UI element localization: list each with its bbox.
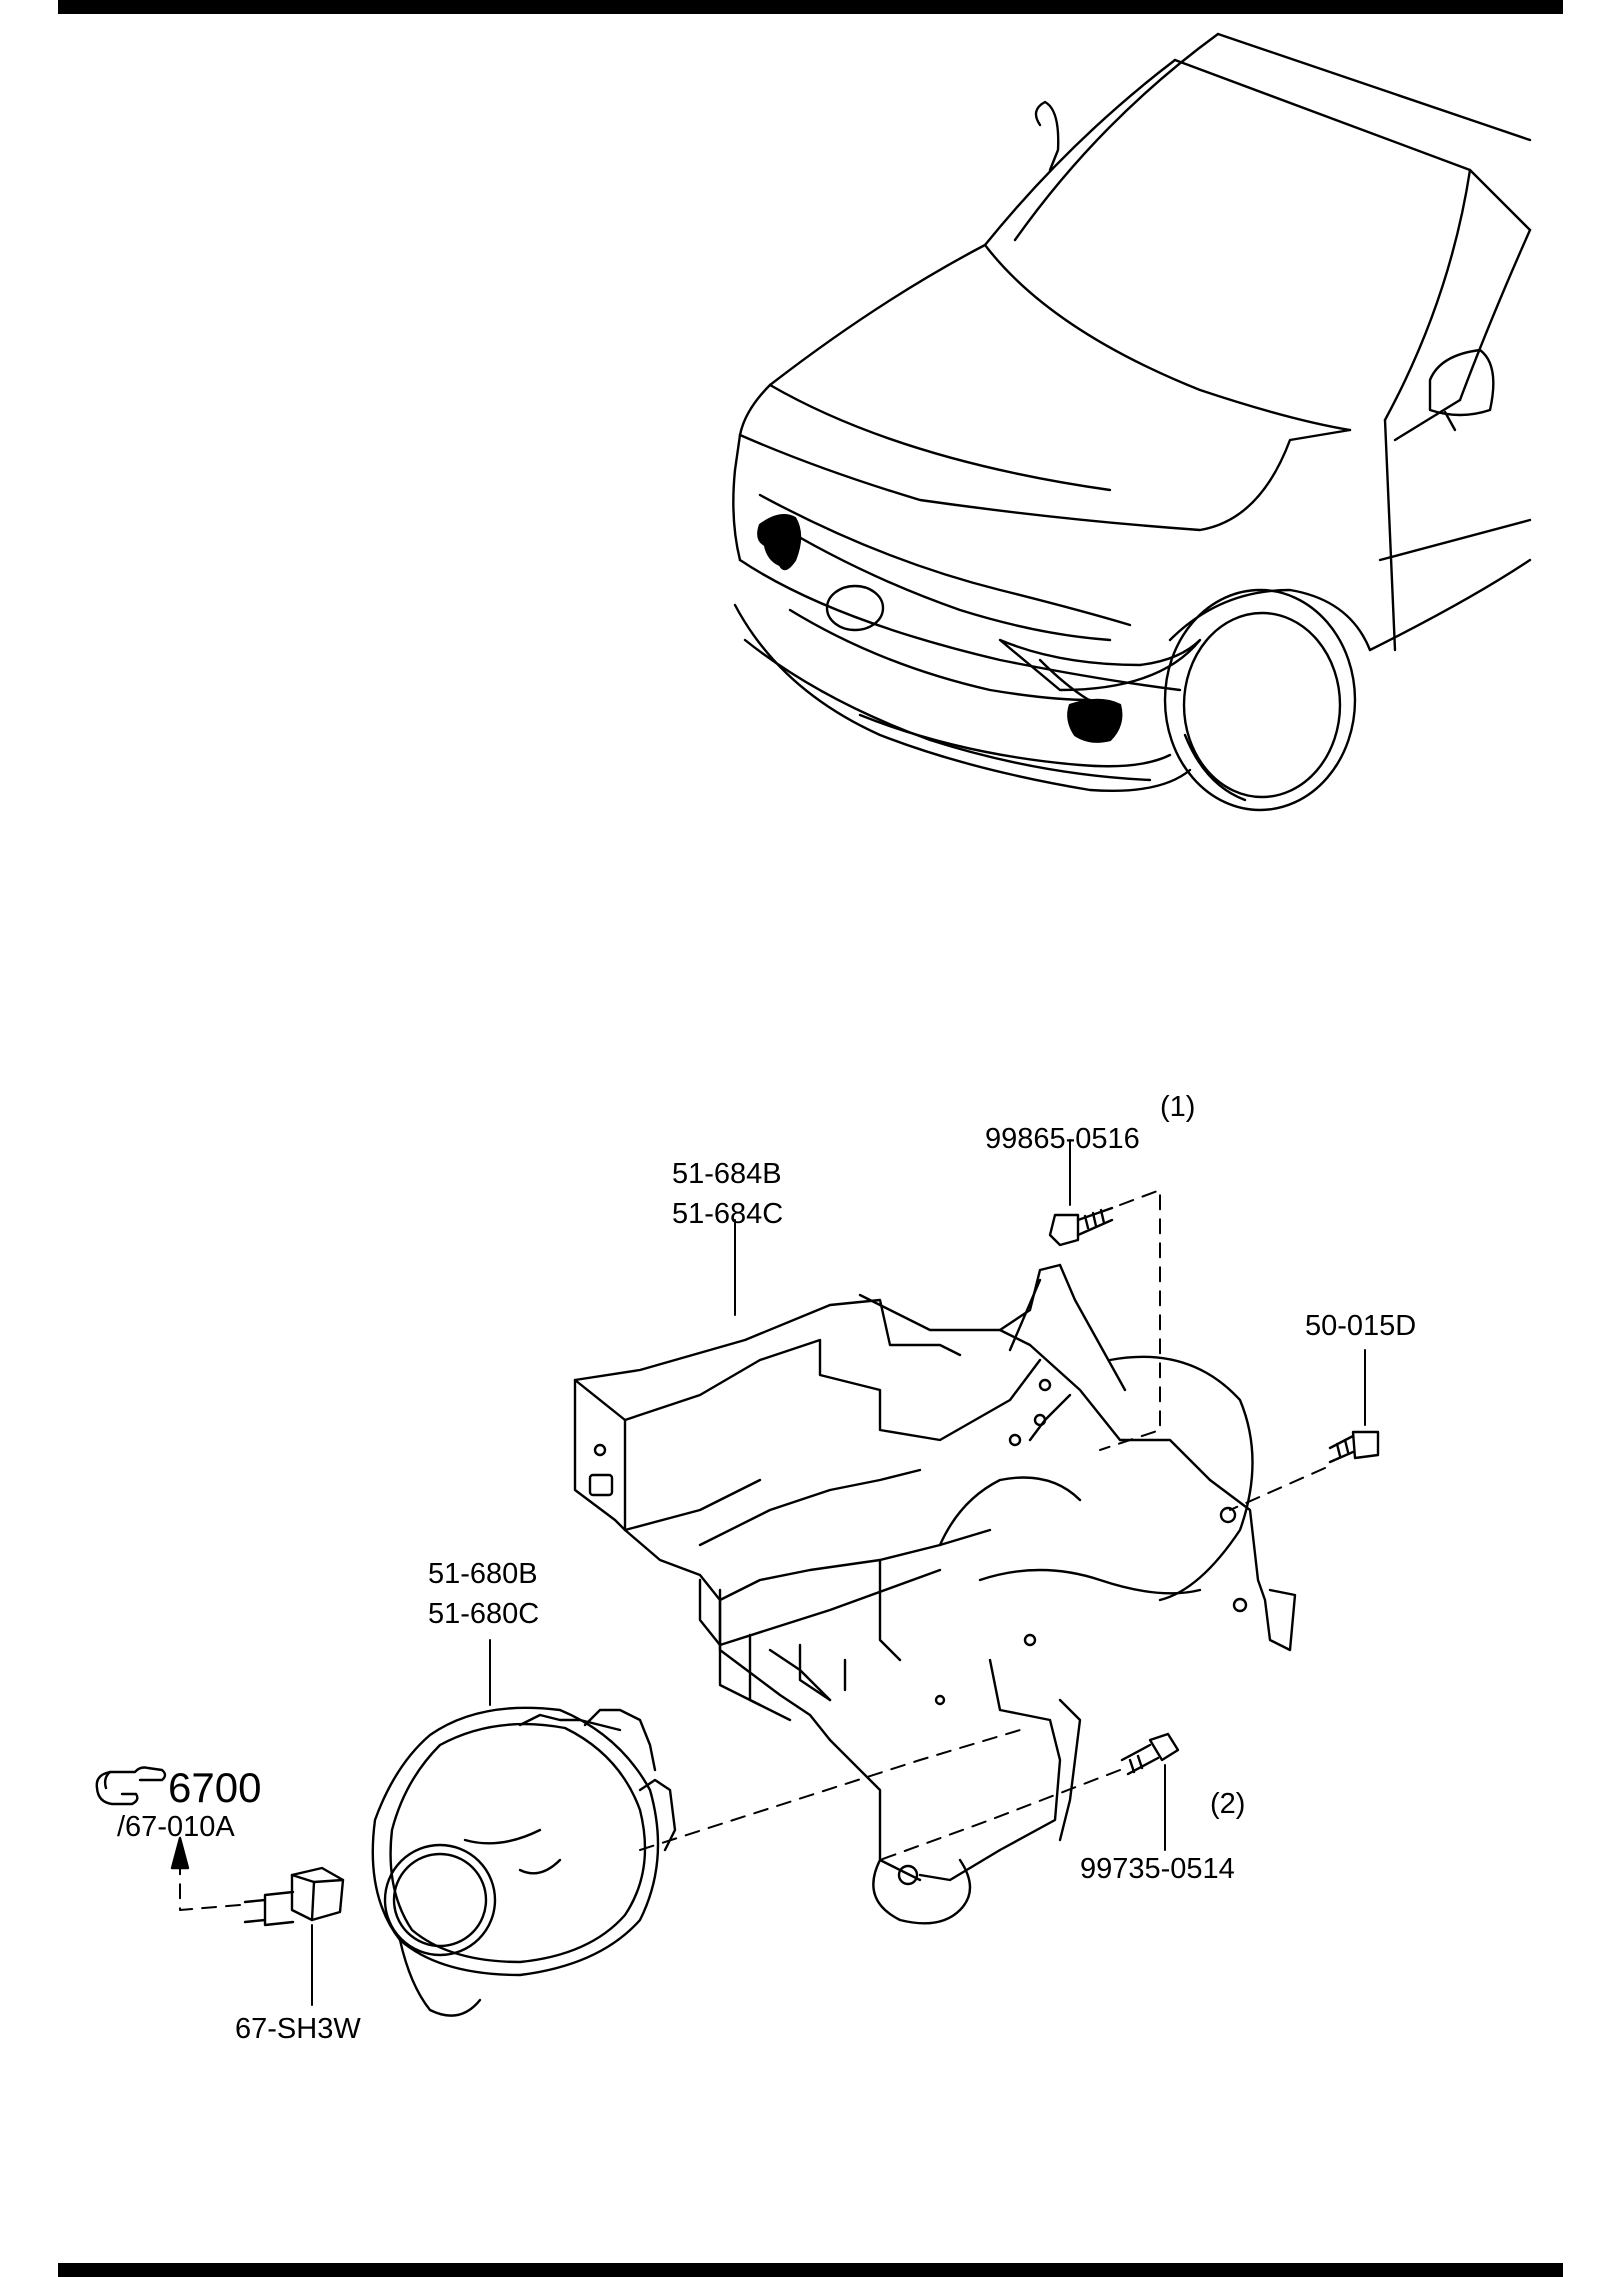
- top-border-bar: [58, 0, 1563, 14]
- callout-housing-c: 51-684C: [672, 1198, 784, 1230]
- screw-bottom-99735: [1120, 1732, 1180, 1776]
- bulb: [243, 1866, 345, 1927]
- callout-bulb: 67-SH3W: [235, 2013, 361, 2045]
- callout-ref-sub: /67-010A: [117, 1811, 235, 1843]
- callout-screw-top: 99865-0516: [985, 1123, 1140, 1155]
- ref-arrow-icon: [170, 1836, 190, 1870]
- callout-lamp-c: 51-680C: [428, 1598, 540, 1630]
- pointing-hand-icon: [95, 1766, 167, 1806]
- callout-screw-bottom: 99735-0514: [1080, 1853, 1235, 1885]
- callout-ref-section: 6700: [168, 1764, 262, 1811]
- vehicle-overview: [732, 32, 1532, 812]
- callout-lamp-b: 51-680B: [428, 1558, 538, 1590]
- callout-bolt-right: 50-015D: [1305, 1310, 1417, 1342]
- fog-lamp-housing: [573, 1263, 1297, 1925]
- fog-lamp-unit: [371, 1706, 677, 2017]
- callout-screw-top-qty: (1): [1160, 1091, 1196, 1123]
- bottom-border-bar: [58, 2263, 1563, 2277]
- screw-top-99865: [1048, 1206, 1114, 1247]
- assembly-lines: [179, 1189, 1326, 1911]
- bolt-50-015D: [1328, 1430, 1380, 1464]
- leader-lines: [311, 1139, 1366, 2006]
- callout-housing-b: 51-684B: [672, 1158, 782, 1190]
- callout-screw-bottom-qty: (2): [1210, 1788, 1246, 1820]
